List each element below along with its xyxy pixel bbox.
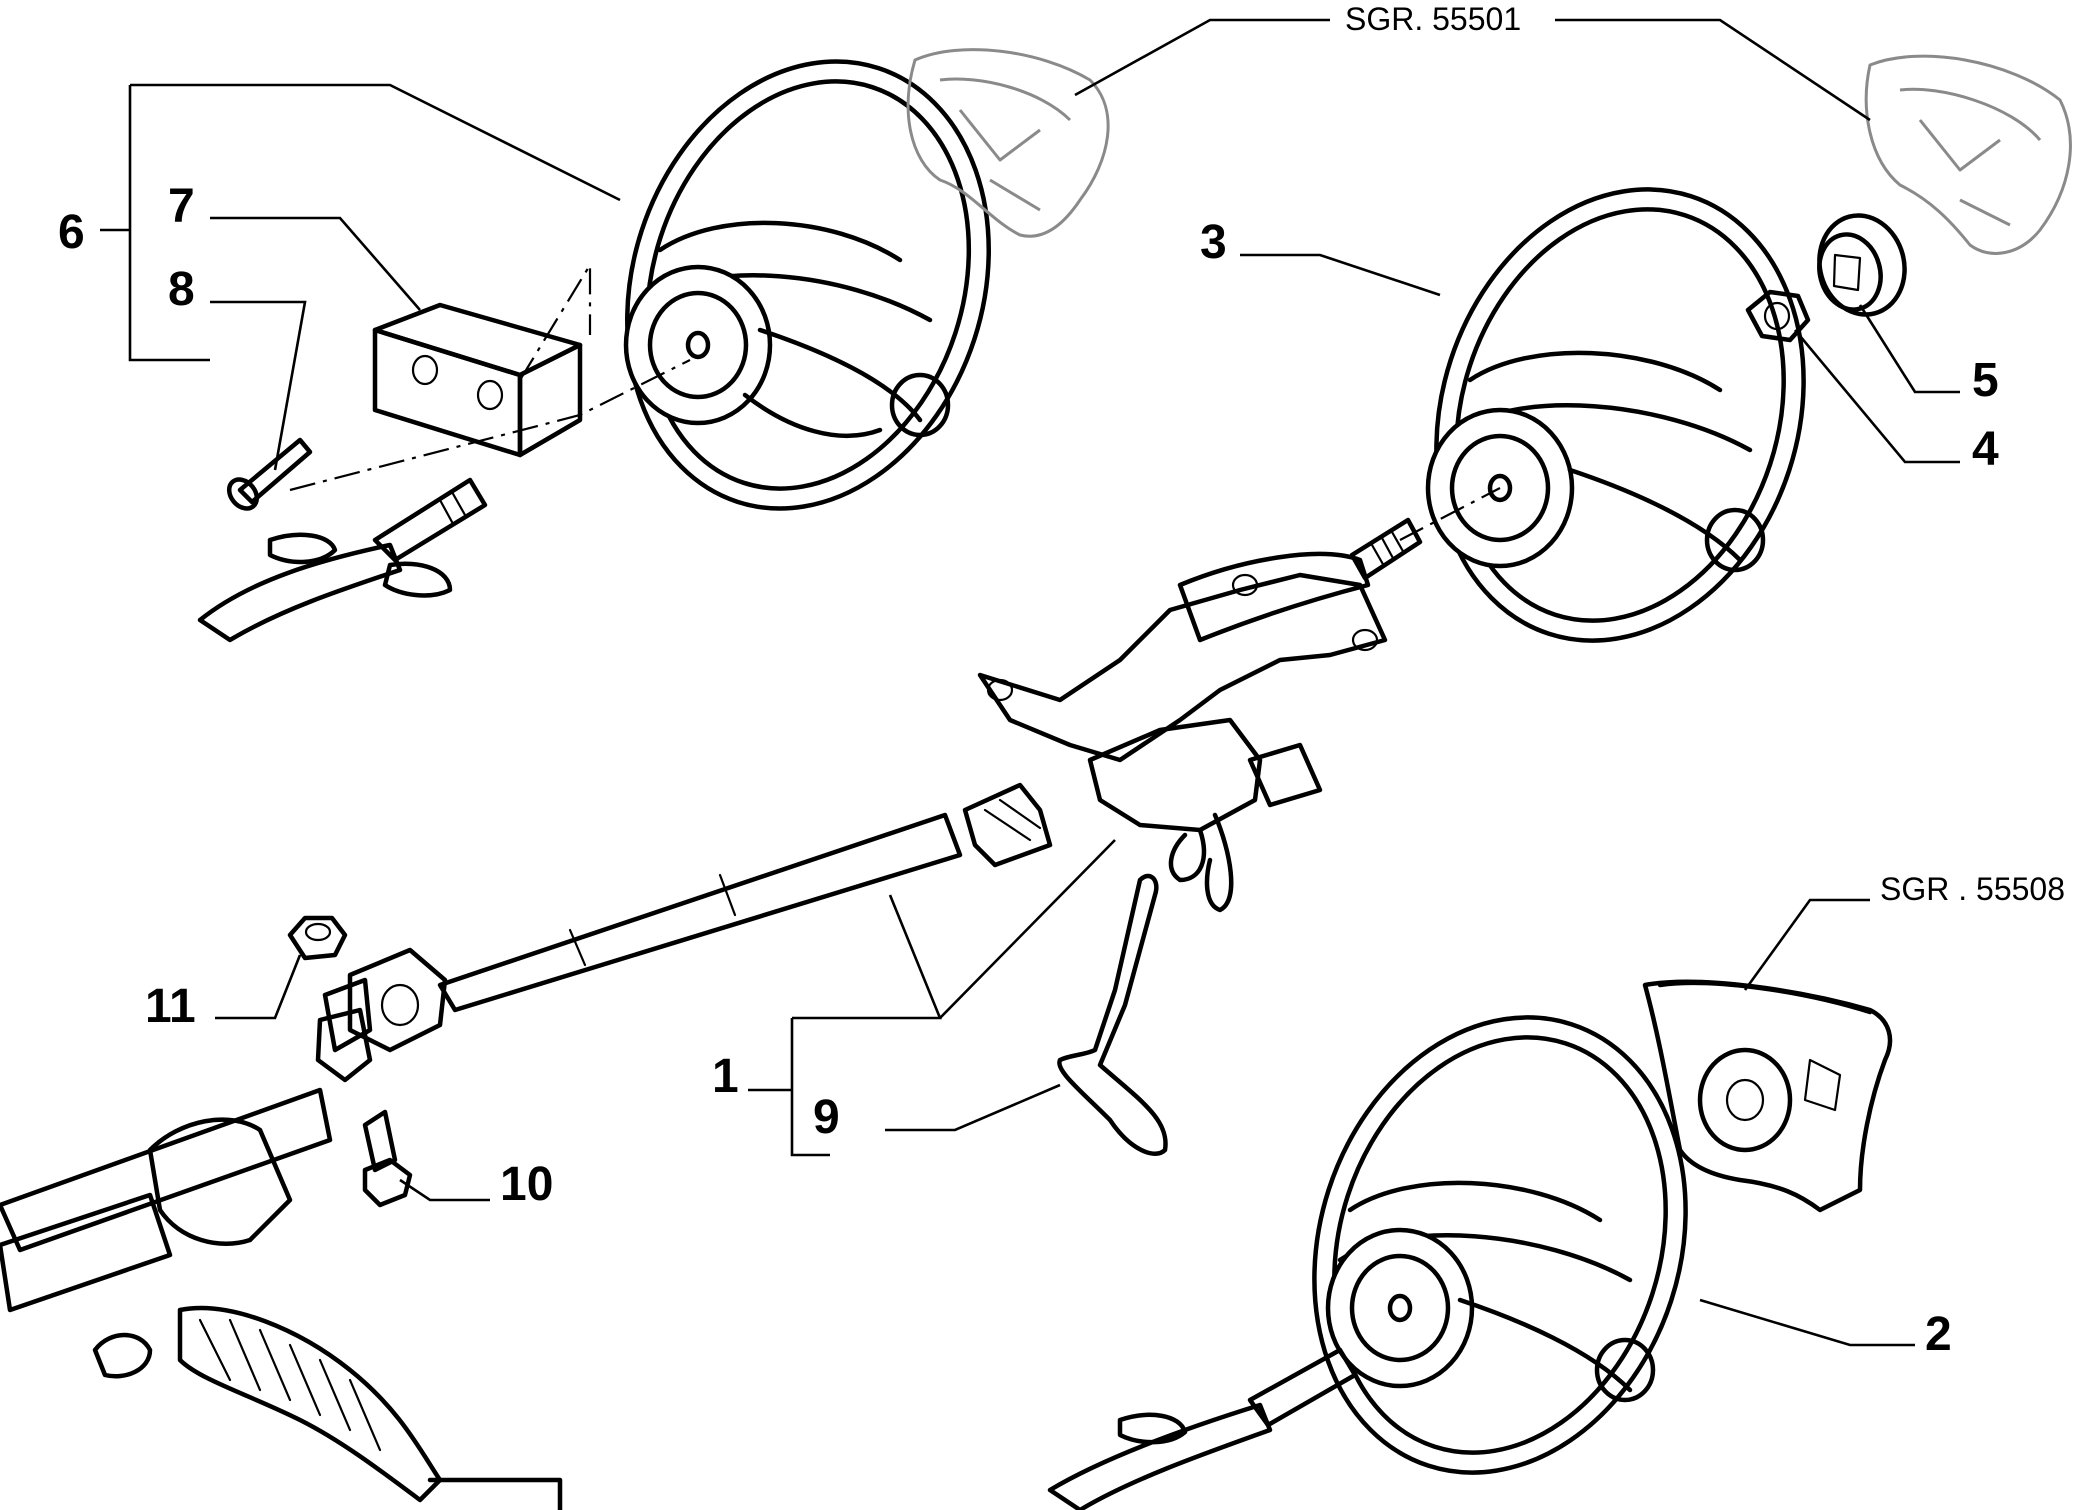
shaft-stub-top-left [197,477,488,643]
callout-9: 9 [813,1091,840,1144]
mounting-block-part-7 [372,302,583,458]
leader-9 [885,1083,1061,1132]
steering-wheel-top-right [1425,187,1806,643]
leader-11 [215,954,302,1020]
screw-part-8 [226,437,313,511]
callout-4: 4 [1972,423,1999,476]
leader-ref-airbag [1743,898,1870,991]
self-locking-nut-part-11 [287,915,348,961]
leader-2 [1699,1298,1915,1347]
callout-11: 11 [145,980,196,1033]
leader-7 [210,216,421,311]
ref-label-top: SGR. 55501 [1345,1,1521,37]
tilt-lever-part-9 [1057,873,1168,1156]
leader-3 [1240,253,1441,297]
leader-6 [100,83,621,362]
alignment-line-1 [289,359,691,492]
airbag-module [1642,979,1893,1213]
leader-4 [1794,329,1960,464]
leader-10 [399,1178,490,1202]
steering-nut-part-4 [1745,289,1811,343]
leader-1-9 [748,839,1116,1157]
callout-3: 3 [1200,216,1227,269]
leader-ref-top-right [1555,18,1871,122]
callout-2: 2 [1925,1308,1952,1361]
steering-column-part-1 [315,517,1423,1083]
leader-ref-top [1074,18,1330,97]
steering-rack-assembly [0,1087,563,1510]
callout-1: 1 [712,1050,739,1103]
leader-5 [1858,304,1960,394]
horn-pad-right [1864,54,2072,255]
steering-wheel-top-left [623,59,991,511]
callout-10: 10 [500,1158,553,1211]
callout-6: 6 [58,206,85,259]
leader-8 [210,300,307,471]
clamp-bolt-part-10 [362,1109,413,1208]
callout-8: 8 [168,263,195,316]
callout-5: 5 [1972,354,1999,407]
ref-label-airbag: SGR . 55508 [1880,871,2065,907]
steering-wheel-bottom-right [1312,1015,1688,1475]
hub-washer-part-5 [1817,213,1907,317]
alignment-line-3 [1399,487,1501,541]
callout-7: 7 [168,180,195,233]
horn-pad-left [906,48,1110,238]
shaft-stub-bottom-right [1047,1347,1358,1510]
